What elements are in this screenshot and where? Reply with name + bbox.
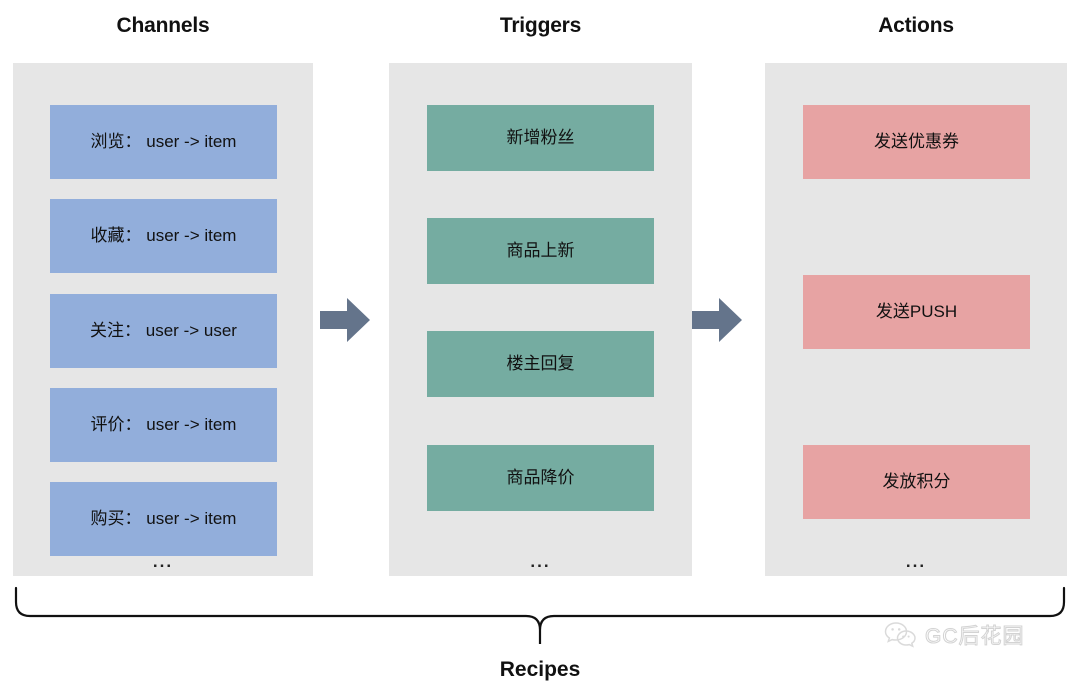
watermark-text: GC后花园	[925, 625, 1025, 649]
trigger-item-op-reply[interactable]: 楼主回复	[427, 331, 654, 397]
channel-item-browse[interactable]: 浏览： user -> item	[50, 105, 277, 179]
watermark: GC后花园	[884, 620, 1025, 650]
channels-panel: 浏览： user -> item 收藏： user -> item 关注： us…	[13, 63, 313, 576]
trigger-item-new-product[interactable]: 商品上新	[427, 218, 654, 284]
recipes-curly-bracket	[8, 586, 1072, 650]
channel-item-review-label: 评价： user -> item	[90, 414, 237, 434]
action-item-grant-points-label: 发放积分	[882, 471, 951, 491]
arrow-right-icon-triggers-to-actions	[692, 297, 742, 343]
action-item-send-coupon[interactable]: 发送优惠券	[803, 105, 1030, 179]
trigger-item-new-follower-label: 新增粉丝	[506, 127, 575, 147]
triggers-more-ellipsis: ...	[530, 552, 551, 571]
trigger-item-price-drop-label: 商品降价	[506, 467, 575, 487]
recipes-label: Recipes	[499, 658, 581, 681]
action-item-grant-points[interactable]: 发放积分	[803, 445, 1030, 519]
channel-item-follow[interactable]: 关注： user -> user	[50, 294, 277, 368]
action-item-send-coupon-label: 发送优惠券	[874, 131, 959, 151]
trigger-item-new-product-label: 商品上新	[506, 240, 575, 260]
trigger-item-op-reply-label: 楼主回复	[506, 353, 575, 373]
arrow-right-icon-channels-to-triggers	[320, 297, 370, 343]
channel-item-favorite-label: 收藏： user -> item	[90, 225, 237, 245]
column-heading-actions: Actions	[878, 14, 954, 37]
channel-item-purchase[interactable]: 购买： user -> item	[50, 482, 277, 556]
actions-more-ellipsis: ...	[905, 552, 927, 571]
wechat-icon	[884, 622, 916, 648]
column-heading-channels: Channels	[116, 14, 210, 37]
action-item-send-push[interactable]: 发送PUSH	[803, 275, 1030, 349]
action-item-send-push-label: 发送PUSH	[875, 301, 958, 321]
channel-item-browse-label: 浏览： user -> item	[90, 131, 237, 151]
actions-panel: 发送优惠券 发送PUSH 发放积分 ...	[765, 63, 1067, 576]
channel-item-favorite[interactable]: 收藏： user -> item	[50, 199, 277, 273]
triggers-panel: 新增粉丝 商品上新 楼主回复 商品降价 ...	[389, 63, 692, 576]
trigger-item-price-drop[interactable]: 商品降价	[427, 445, 654, 511]
channel-item-follow-label: 关注： user -> user	[90, 320, 237, 340]
channels-more-ellipsis: ...	[152, 552, 174, 571]
trigger-item-new-follower[interactable]: 新增粉丝	[427, 105, 654, 171]
channel-item-purchase-label: 购买： user -> item	[90, 508, 237, 528]
column-heading-triggers: Triggers	[499, 14, 582, 37]
channel-item-review[interactable]: 评价： user -> item	[50, 388, 277, 462]
